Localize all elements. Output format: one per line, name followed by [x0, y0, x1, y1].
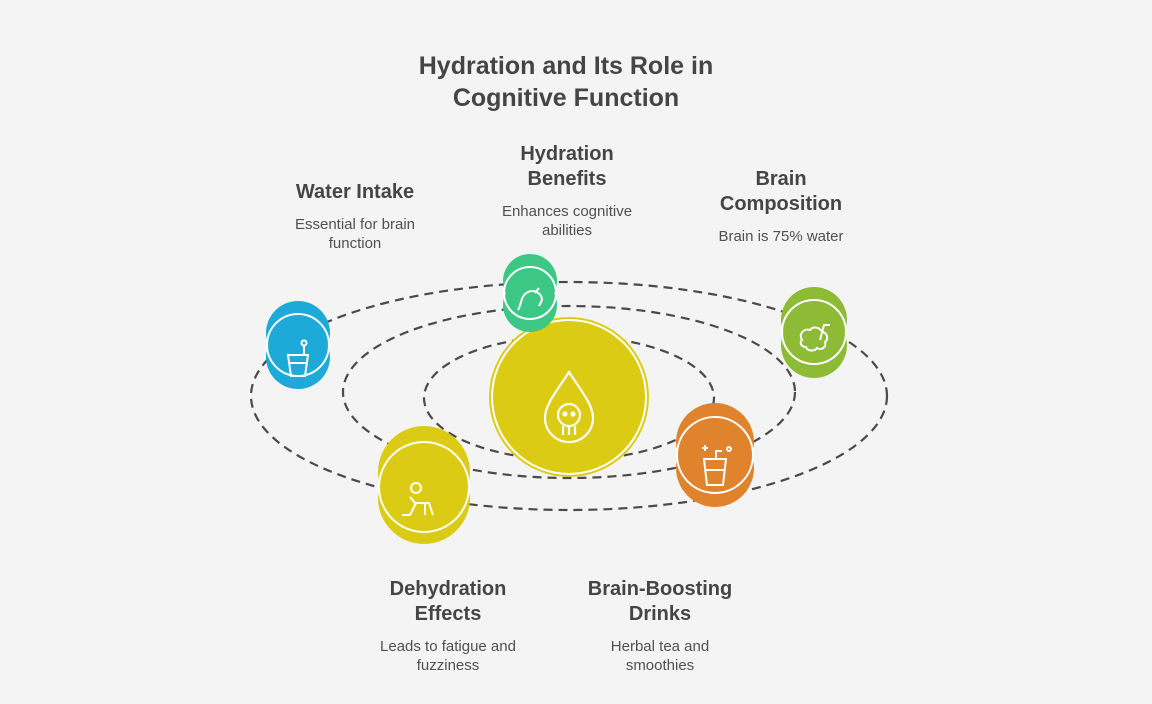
item-desc: Herbal tea and smoothies	[610, 638, 710, 674]
label-water-intake: Water Intake Essential for brain functio…	[255, 180, 455, 253]
item-title: Water Intake	[295, 181, 415, 203]
water-drop-brain-icon	[543, 369, 595, 444]
glass-of-water-icon	[286, 339, 310, 377]
diagram-title: Hydration and Its Role in Cognitive Func…	[418, 52, 714, 112]
node-water-intake	[266, 301, 330, 389]
exhausted-person-icon	[402, 482, 434, 516]
item-desc: Brain is 75% water	[718, 228, 844, 245]
item-title: Brain-Boosting Drinks	[587, 578, 733, 625]
node-dehydration-effects	[378, 426, 470, 544]
label-brain-boosting-drinks: Brain-Boosting Drinks Herbal tea and smo…	[560, 577, 760, 675]
node-brain-composition	[781, 287, 847, 378]
center-node	[489, 317, 649, 477]
orbit-outer	[249, 280, 889, 512]
head-brain-icon	[517, 287, 544, 311]
orbit-middle	[341, 304, 797, 480]
label-hydration-benefits: Hydration Benefits Enhances cognitive ab…	[467, 142, 667, 240]
label-brain-composition: Brain Composition Brain is 75% water	[681, 167, 881, 246]
brain-drink-icon	[799, 324, 830, 352]
label-dehydration-effects: Dehydration Effects Leads to fatigue and…	[348, 577, 548, 675]
item-desc: Leads to fatigue and fuzziness	[380, 638, 516, 674]
item-title: Brain Composition	[719, 168, 843, 215]
node-brain-boosting-drinks	[676, 403, 754, 507]
item-desc: Essential for brain function	[294, 216, 416, 252]
smoothie-cup-icon	[702, 445, 732, 486]
node-hydration-benefits	[503, 254, 557, 332]
item-title: Dehydration Effects	[389, 578, 507, 625]
item-title: Hydration Benefits	[520, 143, 614, 190]
item-desc: Enhances cognitive abilities	[501, 203, 633, 239]
